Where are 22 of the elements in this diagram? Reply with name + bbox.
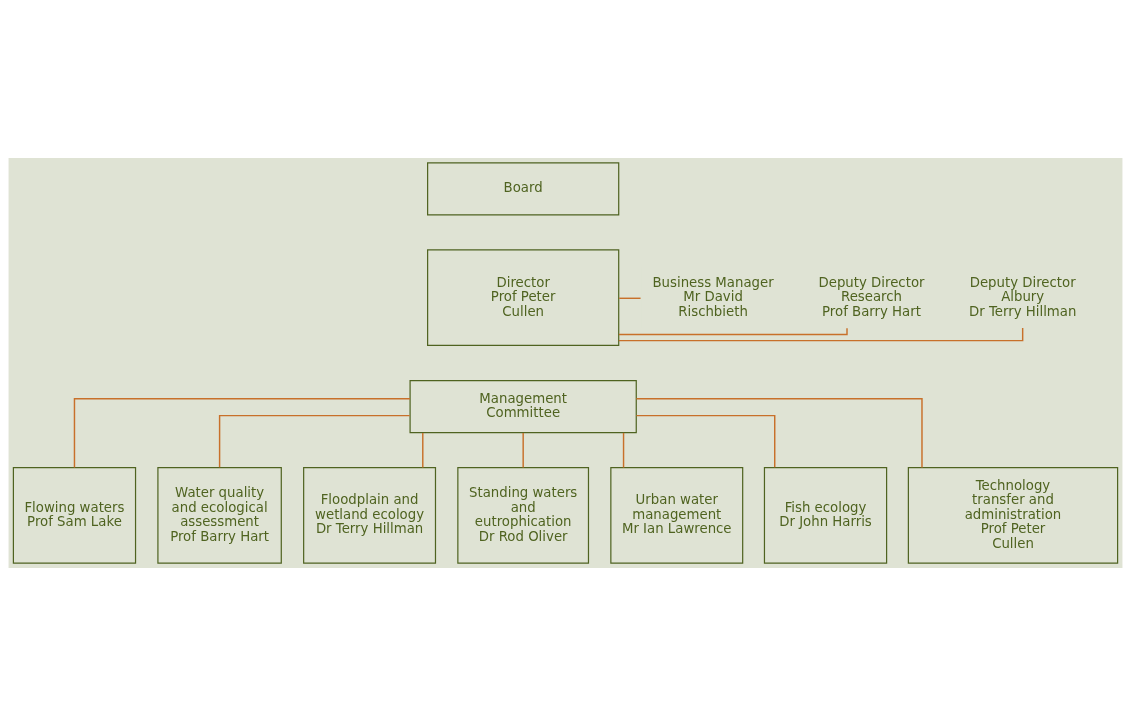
connector [618, 297, 642, 299]
connector [622, 432, 625, 469]
node-box: Floodplain and wetland ecology Dr Terry Hillman [303, 467, 437, 564]
connector [73, 397, 411, 469]
node-text: Business Manager Mr David Rischbieth [652, 274, 774, 319]
node-box: Flowing waters Prof Sam Lake [12, 467, 137, 564]
node-box: Standing waters and eutrophication Dr Rod Oliver [457, 467, 590, 564]
node-box: Technology transfer and administration Prof Peter Cullen [907, 467, 1119, 564]
node-text: Deputy Director Albury Dr Terry Hillman [968, 274, 1077, 319]
connector [522, 432, 524, 469]
node-box: Urban water management Mr Ian Lawrence [610, 467, 744, 564]
node-box: Director Prof Peter Cullen [427, 249, 620, 347]
connector [635, 414, 776, 468]
node-box: Water quality and ecological assessment Prof Barry Hart [157, 467, 282, 564]
connector [218, 414, 411, 468]
node-box: Management Committee [409, 379, 637, 434]
connector [618, 327, 848, 336]
node-box: Fish ecology Dr John Harris [763, 467, 888, 564]
node-text: Deputy Director Research Prof Barry Hart [818, 274, 925, 319]
node-box: Board [427, 162, 620, 216]
connector [422, 432, 424, 469]
connector [635, 397, 923, 469]
